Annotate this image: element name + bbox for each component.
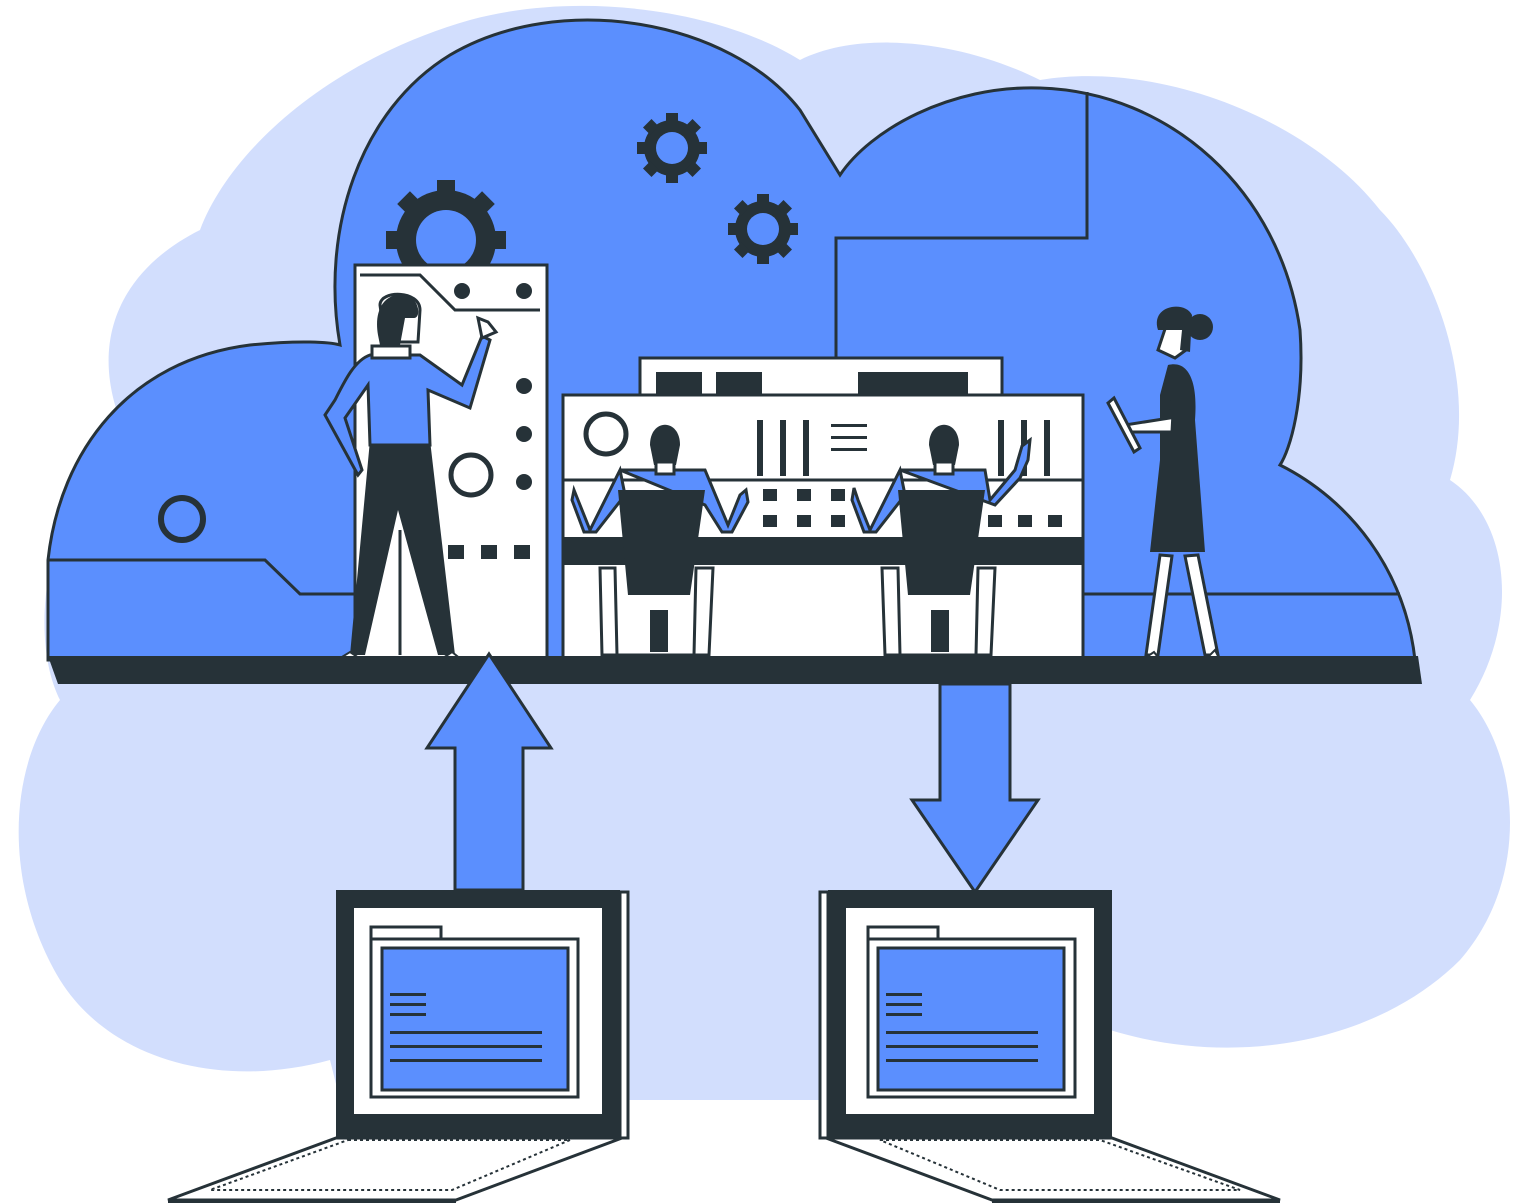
operator-figure: [570, 424, 750, 657]
laptop-icon: [818, 890, 1281, 1203]
analyst-figure: [1106, 306, 1222, 661]
upload-arrow-icon: [424, 651, 554, 892]
gear-icon: [637, 113, 707, 183]
download-arrow-icon: [909, 682, 1041, 895]
operator-figure: [850, 424, 1032, 657]
gear-icon: [728, 194, 798, 264]
engineer-figure: [323, 292, 499, 661]
laptop-icon: [167, 890, 630, 1203]
cloud-port-ring: [158, 495, 206, 543]
cloud-floor: [48, 656, 1422, 684]
